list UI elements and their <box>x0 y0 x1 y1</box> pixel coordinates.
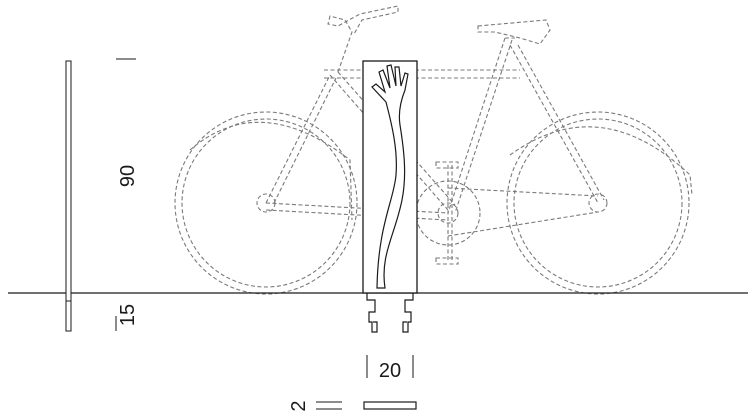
width-label: 20 <box>379 360 401 382</box>
height-dimension: 90 <box>116 58 139 187</box>
saddle <box>477 19 551 45</box>
height-label: 90 <box>117 165 139 187</box>
bike-rack-post <box>362 60 418 333</box>
handlebar <box>327 5 399 73</box>
width-dimension: 20 <box>366 355 414 382</box>
depth-label: 15 <box>117 304 139 326</box>
plate-section <box>363 401 417 410</box>
chainring <box>415 161 481 265</box>
rear-wheel <box>174 111 358 295</box>
elevation-bar <box>65 60 72 332</box>
depth-dimension: 15 <box>115 304 139 331</box>
thickness-dimension: 2 <box>288 400 417 412</box>
thickness-label: 2 <box>288 400 310 411</box>
hand-cutout <box>371 64 409 289</box>
frame <box>265 37 605 237</box>
front-wheel <box>506 111 693 295</box>
bicycle-outline <box>174 5 693 295</box>
rack-foot <box>366 293 414 333</box>
